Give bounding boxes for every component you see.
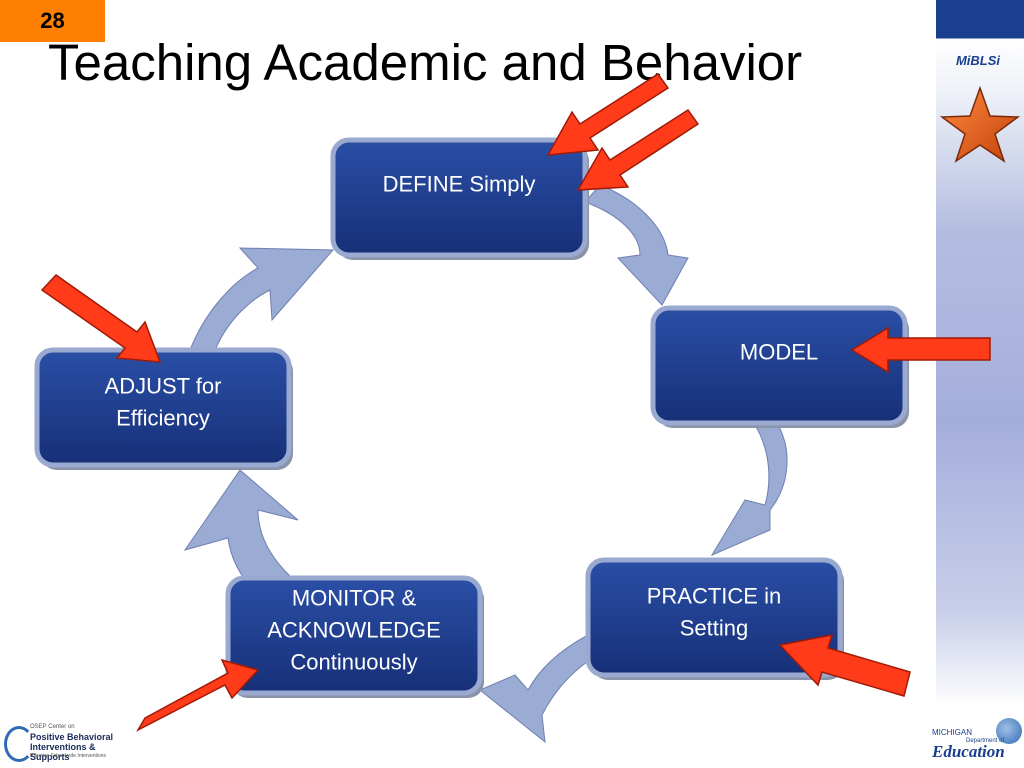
pbis-logo-line3: Effective Schoolwide Interventions <box>30 753 107 759</box>
cycle-node-box <box>330 137 588 258</box>
pbis-logo-line1: Positive Behavioral <box>30 732 114 742</box>
pbis-logo: OSEP Center on Positive Behavioral Inter… <box>4 722 134 762</box>
cycle-arrow-adjust-to-define <box>189 247 335 351</box>
slide-number: 28 <box>0 0 105 42</box>
pointer-arrow-define-bottom <box>576 108 700 191</box>
pbis-swoosh-icon <box>4 726 34 762</box>
cycle-node-box <box>650 305 908 426</box>
cycle-node-label: PRACTICE in <box>647 584 781 609</box>
cycle-node-box <box>34 347 292 468</box>
michigan-logo-top: MICHIGAN <box>932 728 972 737</box>
cycle-node-box <box>225 575 483 696</box>
pbis-logo-line2: Interventions & Supports <box>30 742 96 762</box>
cycle-node-label: ACKNOWLEDGE <box>267 618 441 643</box>
cycle-node-define: DEFINE Simply <box>330 137 589 260</box>
cycle-arrow-practice-to-monitor <box>479 634 591 744</box>
cycle-node-label: MONITOR & <box>292 586 417 611</box>
pbis-logo-top: OSEP Center on <box>30 724 75 730</box>
pointer-arrow-practice <box>778 634 911 697</box>
pointer-arrow-monitor <box>136 658 260 732</box>
pointer-arrow-adjust <box>40 274 162 363</box>
cycle-node-label: MODEL <box>740 340 818 365</box>
cycle-node-label: DEFINE Simply <box>383 172 536 197</box>
cycle-node-monitor: MONITOR & ACKNOWLEDGE Continuously <box>225 575 484 698</box>
cycle-node-label: Continuously <box>290 650 417 675</box>
cycle-node-label: ADJUST for <box>105 374 222 399</box>
cycle-arrow-model-to-practice <box>710 424 788 557</box>
slide-title: Teaching Academic and Behavior <box>48 34 803 91</box>
miblsi-logo: MiBLSi <box>955 52 1001 68</box>
sidebar-top-band <box>936 0 1024 34</box>
michigan-education-logo: MICHIGAN Department of Education <box>932 718 1022 764</box>
globe-icon <box>996 718 1022 744</box>
cycle-node-label: Efficiency <box>116 406 210 431</box>
michigan-logo-dept: Department of <box>966 738 1005 744</box>
cycle-node-model: MODEL <box>650 305 909 428</box>
pointer-arrow-model <box>850 326 991 374</box>
star-icon <box>939 85 1021 163</box>
cycle-node-practice: PRACTICE in Setting <box>585 557 844 680</box>
cycle-arrow-define-to-model <box>584 184 689 306</box>
cycle-node-box <box>585 557 843 678</box>
michigan-logo-education: Education <box>932 742 1005 761</box>
pointer-arrow-define-top <box>546 72 670 156</box>
cycle-node-label: Setting <box>680 616 749 641</box>
